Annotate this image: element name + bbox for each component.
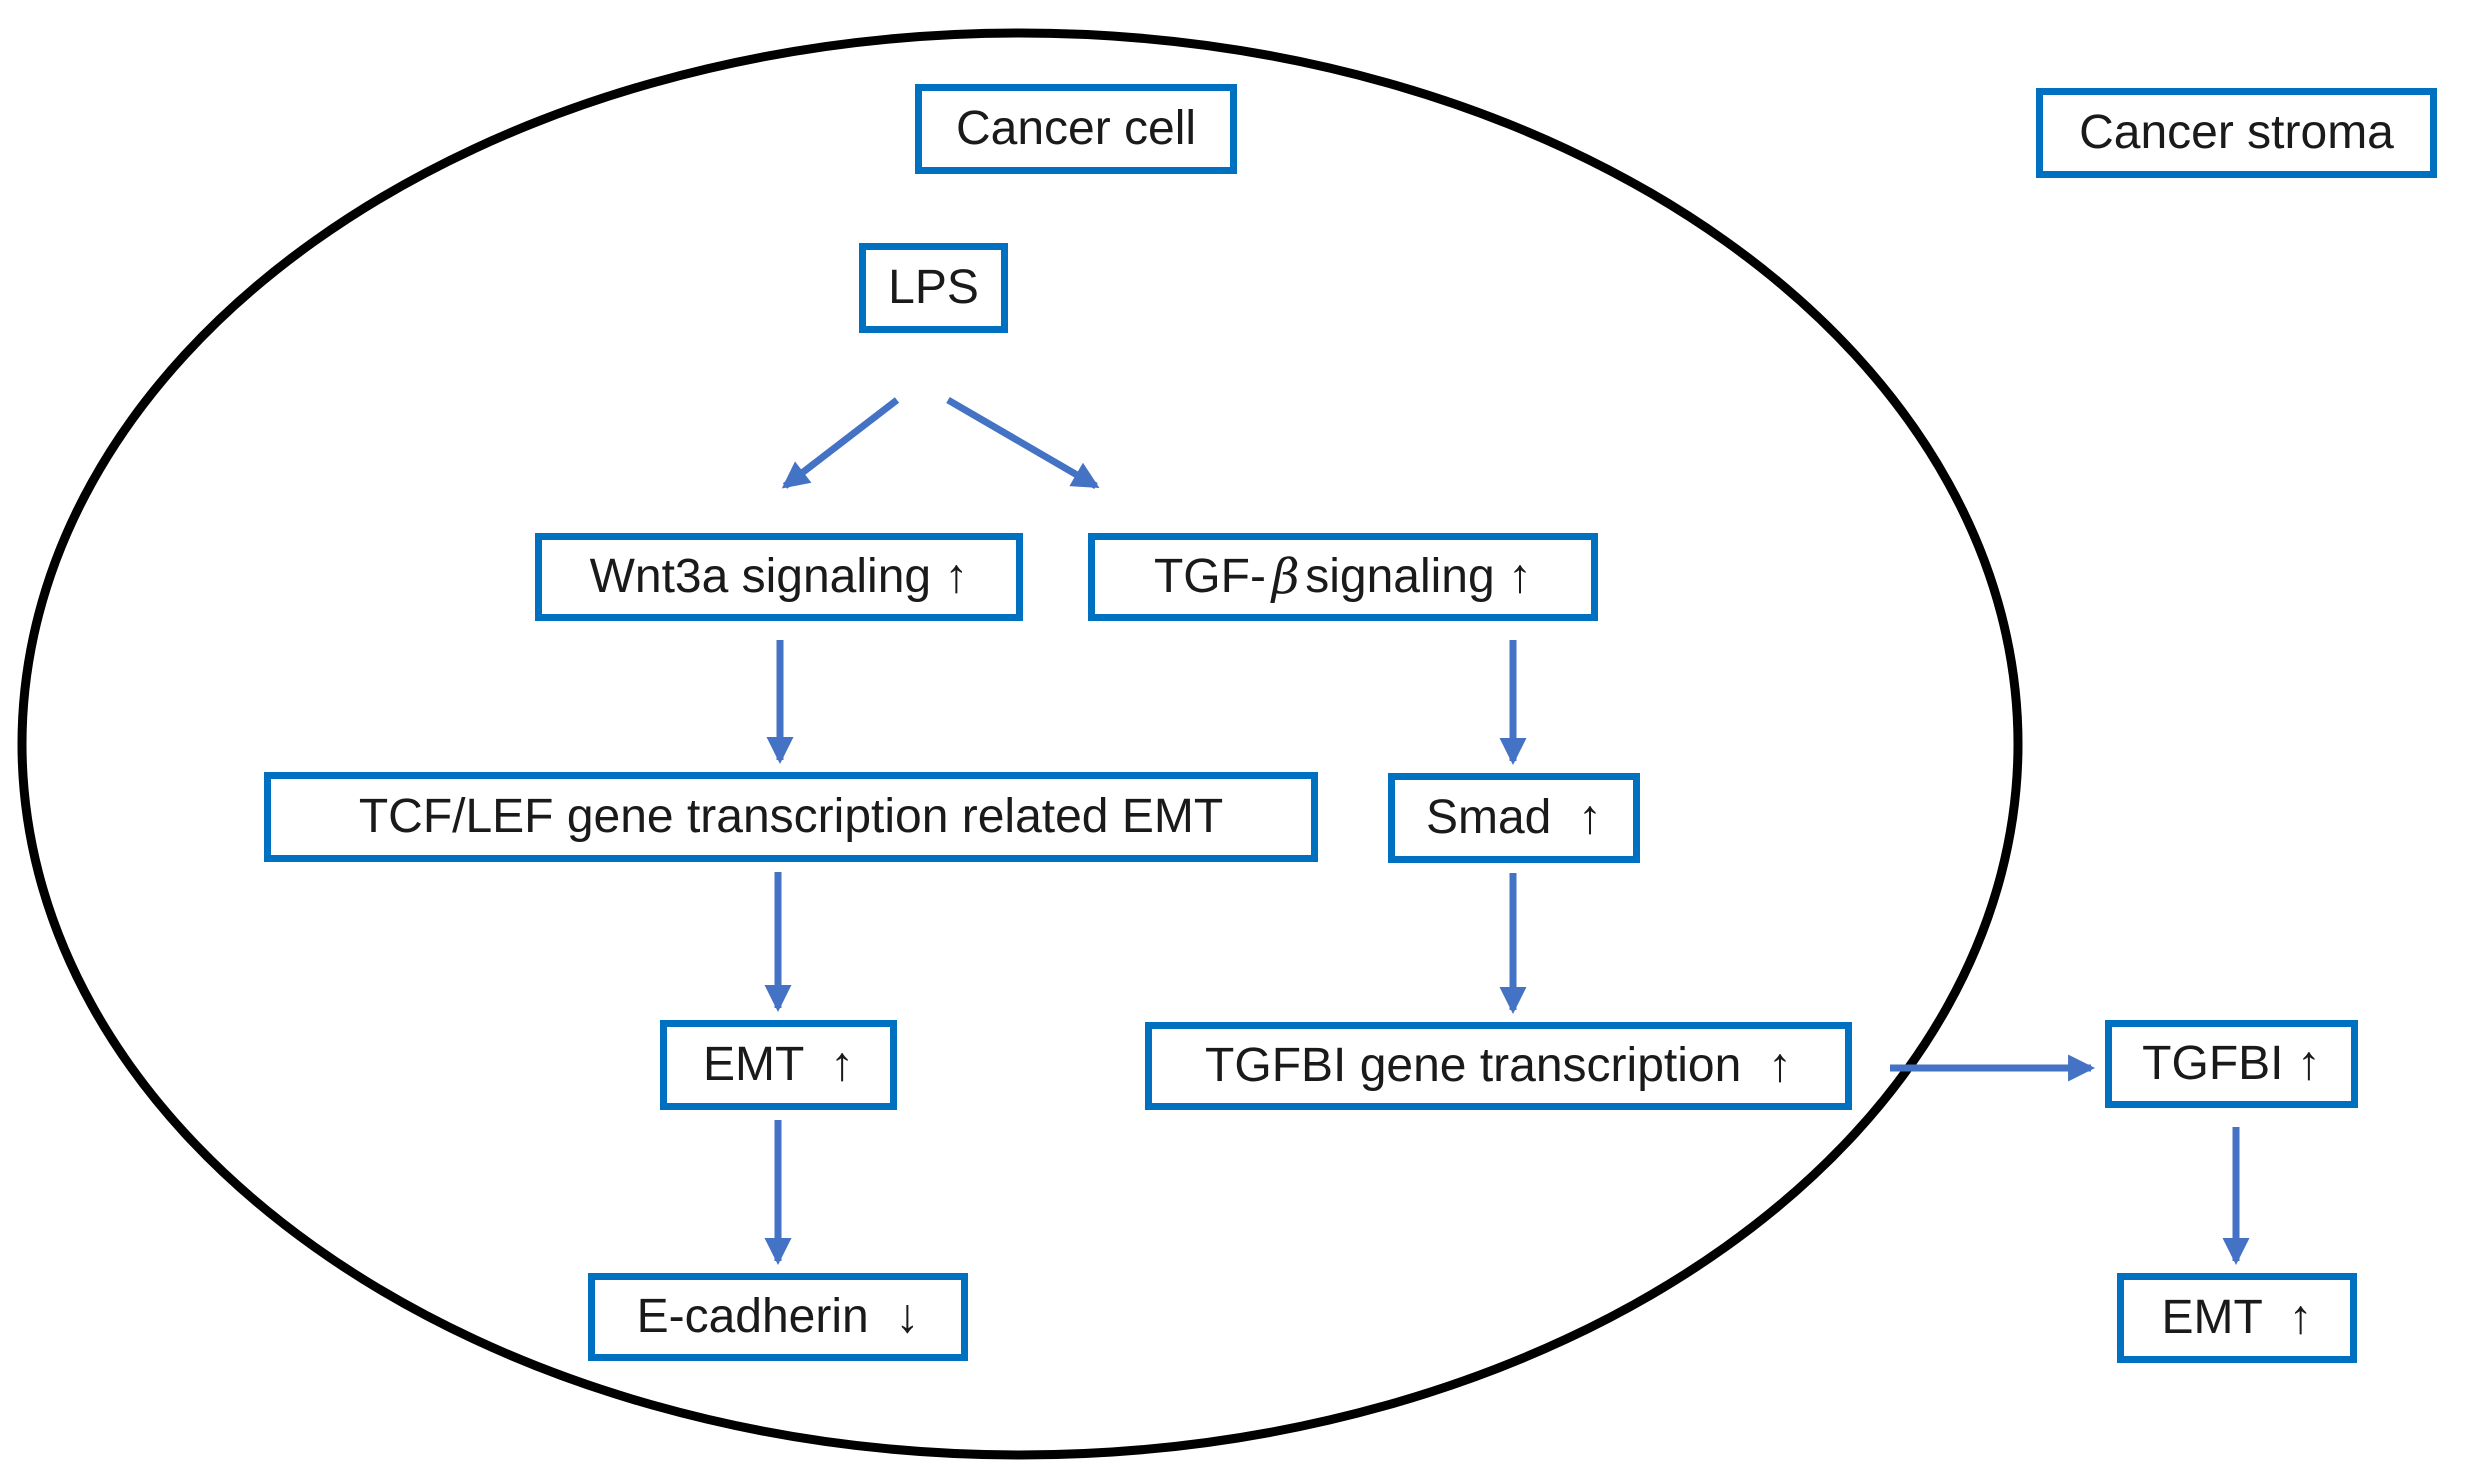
node-emt-stroma: EMT ↑	[2117, 1273, 2357, 1363]
node-ecadherin-label: E-cadherin ↓	[636, 1290, 920, 1343]
node-emt-stroma-label: EMT ↑	[2161, 1291, 2313, 1344]
node-wnt3a-label: Wnt3a signaling ↑	[589, 550, 969, 603]
node-wnt3a-signaling: Wnt3a signaling ↑	[535, 533, 1023, 621]
beta-symbol: β	[1271, 549, 1300, 605]
node-smad-label: Smad ↑	[1425, 791, 1603, 844]
node-tgfbi-stroma: TGFBI ↑	[2105, 1020, 2358, 1108]
cancer-stroma-label-box: Cancer stroma	[2036, 88, 2437, 178]
node-tgfbi-gene-transcription: TGFBI gene transcription ↑	[1145, 1022, 1852, 1110]
node-emt-cancer-cell: EMT ↑	[660, 1020, 897, 1110]
node-tcflef-transcription: TCF/LEF gene transcription related EMT	[264, 772, 1318, 862]
node-tgfb-suffix: signaling ↑	[1305, 550, 1533, 603]
node-lps: LPS	[859, 243, 1008, 333]
arrow-lps-to-tgfb	[946, 396, 1100, 490]
node-tcflef-label: TCF/LEF gene transcription related EMT	[358, 790, 1224, 843]
cancer-stroma-label: Cancer stroma	[2079, 106, 2394, 159]
arrow-lps-to-wnt3a	[781, 397, 900, 489]
node-lps-label: LPS	[888, 261, 979, 314]
node-emt-cell-label: EMT ↑	[702, 1038, 855, 1091]
cancer-cell-membrane	[17, 28, 2023, 1460]
cancer-cell-label: Cancer cell	[955, 102, 1197, 155]
node-smad: Smad ↑	[1388, 773, 1640, 863]
node-tgfb-prefix: TGF-	[1153, 550, 1266, 603]
node-ecadherin: E-cadherin ↓	[588, 1273, 968, 1361]
cancer-cell-label-box: Cancer cell	[915, 84, 1237, 174]
node-tgfbi-gene-label: TGFBI gene transcription ↑	[1205, 1039, 1792, 1092]
node-tgfbi-stroma-label: TGFBI ↑	[2142, 1037, 2321, 1090]
